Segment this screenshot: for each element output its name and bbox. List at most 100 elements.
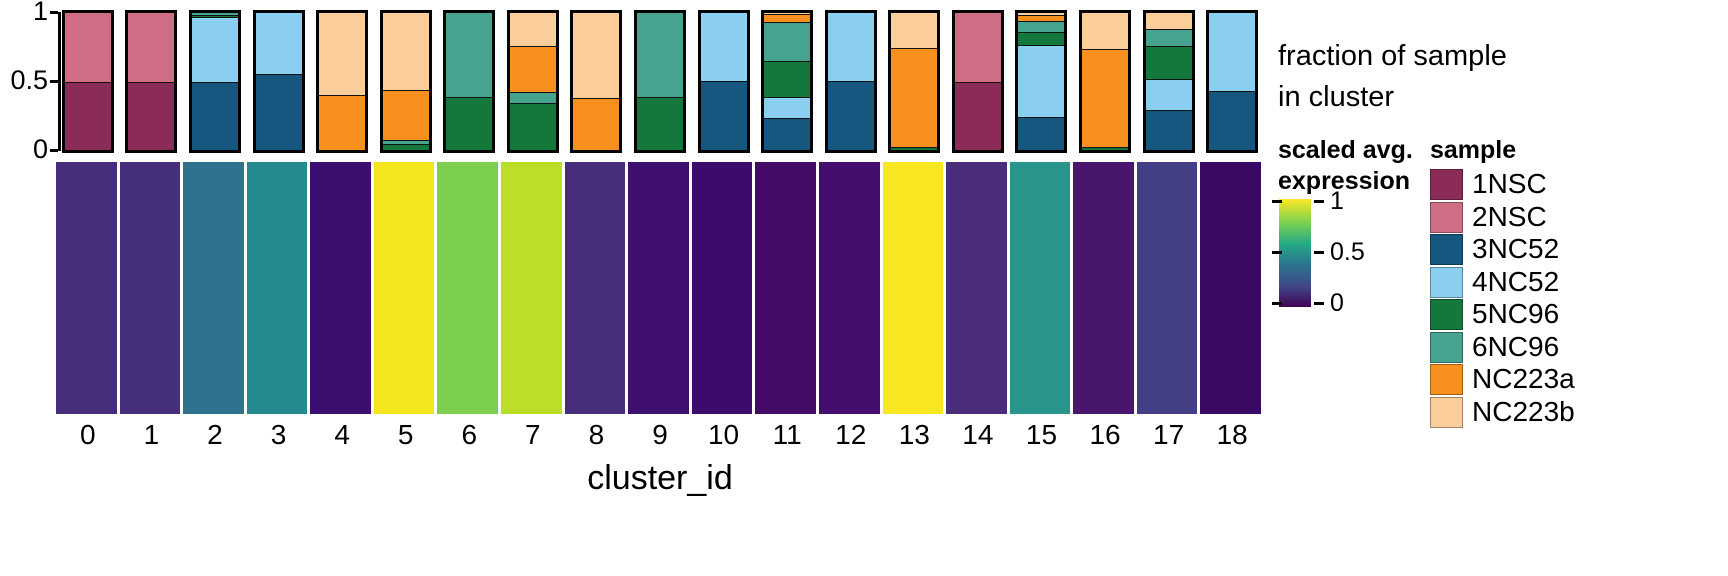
stack-segment[interactable] [764, 62, 811, 98]
stack-segment[interactable] [573, 99, 620, 150]
stacked-bar[interactable] [56, 10, 120, 153]
heatmap-cell[interactable] [437, 162, 499, 414]
stack-segment[interactable] [191, 82, 238, 150]
stack-segment[interactable] [509, 92, 556, 104]
stacked-bar[interactable] [565, 10, 629, 153]
stack-segment[interactable] [255, 74, 302, 150]
stack-segment[interactable] [891, 49, 938, 148]
stacked-bar[interactable] [692, 10, 756, 153]
heatmap-cell[interactable] [628, 162, 689, 414]
stack-segment[interactable] [700, 82, 747, 150]
stacked-bar[interactable] [1200, 10, 1264, 153]
heatmap-cell[interactable] [755, 162, 816, 414]
stack-segment[interactable] [764, 22, 811, 63]
stack-segment[interactable] [1018, 15, 1065, 22]
stack-segment[interactable] [382, 145, 429, 150]
stack-segment[interactable] [382, 140, 429, 146]
stacked-bar[interactable] [628, 10, 692, 153]
stacked-bar-body[interactable] [1079, 10, 1132, 153]
cluster-column[interactable] [246, 10, 311, 414]
heatmap-cell[interactable] [310, 162, 371, 414]
stack-segment[interactable] [1018, 32, 1065, 47]
cluster-column[interactable] [755, 10, 819, 414]
heatmap-cell[interactable] [818, 162, 880, 414]
stack-segment[interactable] [1082, 147, 1129, 150]
stack-segment[interactable] [636, 97, 683, 150]
stacked-bar-body[interactable] [443, 10, 496, 153]
stack-segment[interactable] [1145, 13, 1192, 31]
stacked-bar[interactable] [247, 10, 311, 153]
sample-legend-item[interactable]: 3NC52 [1430, 233, 1710, 267]
stacked-bar-body[interactable] [1142, 10, 1195, 153]
cluster-column[interactable] [818, 10, 883, 414]
cluster-column[interactable] [119, 10, 184, 414]
stack-segment[interactable] [1018, 117, 1065, 151]
stack-segment[interactable] [1018, 46, 1065, 118]
stack-segment[interactable] [636, 13, 683, 98]
cluster-column[interactable] [628, 10, 692, 414]
stack-segment[interactable] [1145, 47, 1192, 80]
heatmap-cell[interactable] [882, 162, 944, 414]
stack-segment[interactable] [382, 13, 429, 92]
heatmap-cell[interactable] [246, 162, 308, 414]
stacked-bar-body[interactable] [61, 10, 114, 153]
stacked-bar[interactable] [374, 10, 438, 153]
cluster-column[interactable] [564, 10, 629, 414]
sample-legend-item[interactable]: 5NC96 [1430, 298, 1710, 332]
sample-legend-item[interactable]: 2NSC [1430, 201, 1710, 235]
cluster-column[interactable] [1009, 10, 1074, 414]
cluster-column[interactable] [437, 10, 501, 414]
cluster-column[interactable] [183, 10, 247, 414]
heatmap-cell[interactable] [1009, 162, 1071, 414]
stacked-bar-body[interactable] [888, 10, 941, 153]
stack-segment[interactable] [128, 83, 175, 150]
cluster-column[interactable] [691, 10, 756, 414]
stack-segment[interactable] [764, 97, 811, 119]
cluster-column[interactable] [1136, 10, 1201, 414]
cluster-column[interactable] [373, 10, 438, 414]
stacked-bar-body[interactable] [316, 10, 369, 153]
cluster-column[interactable] [946, 10, 1010, 414]
cluster-column[interactable] [1073, 10, 1137, 414]
stacked-bar[interactable] [120, 10, 184, 153]
stack-segment[interactable] [954, 83, 1001, 150]
heatmap-cell[interactable] [1136, 162, 1198, 414]
heatmap-cell[interactable] [564, 162, 626, 414]
heatmap-cell[interactable] [691, 162, 753, 414]
stack-segment[interactable] [1145, 110, 1192, 150]
stacked-bar-body[interactable] [252, 10, 305, 153]
stacked-bar-body[interactable] [570, 10, 623, 153]
sample-legend-item[interactable]: NC223a [1430, 363, 1710, 397]
stack-segment[interactable] [764, 13, 811, 15]
stacked-bar[interactable] [437, 10, 501, 153]
stack-segment[interactable] [509, 46, 556, 93]
stack-segment[interactable] [255, 13, 302, 75]
cluster-column[interactable] [56, 10, 120, 414]
stack-segment[interactable] [191, 15, 238, 18]
stacked-bar[interactable] [1137, 10, 1201, 153]
heatmap-cell[interactable] [119, 162, 181, 414]
stack-segment[interactable] [509, 13, 556, 47]
stack-segment[interactable] [191, 13, 238, 16]
stacked-bar-body[interactable] [697, 10, 750, 153]
stack-segment[interactable] [128, 13, 175, 84]
stack-segment[interactable] [1145, 79, 1192, 111]
heatmap-cell[interactable] [1200, 162, 1261, 414]
stack-segment[interactable] [64, 13, 111, 84]
stack-segment[interactable] [891, 13, 938, 50]
heatmap-cell[interactable] [501, 162, 562, 414]
heatmap-cell[interactable] [373, 162, 435, 414]
stacked-bar-body[interactable] [188, 10, 241, 153]
stack-segment[interactable] [764, 118, 811, 150]
stack-segment[interactable] [700, 13, 747, 82]
sample-legend-item[interactable]: 1NSC [1430, 168, 1710, 202]
stack-segment[interactable] [1082, 13, 1129, 51]
sample-legend-item[interactable]: 6NC96 [1430, 331, 1710, 365]
stacked-bar-body[interactable] [1015, 10, 1068, 153]
heatmap-cell[interactable] [56, 162, 117, 414]
stacked-bar-body[interactable] [951, 10, 1004, 153]
stacked-bar[interactable] [1073, 10, 1137, 153]
stack-segment[interactable] [191, 17, 238, 83]
stacked-bar-body[interactable] [761, 10, 814, 153]
stacked-bar-body[interactable] [506, 10, 559, 153]
